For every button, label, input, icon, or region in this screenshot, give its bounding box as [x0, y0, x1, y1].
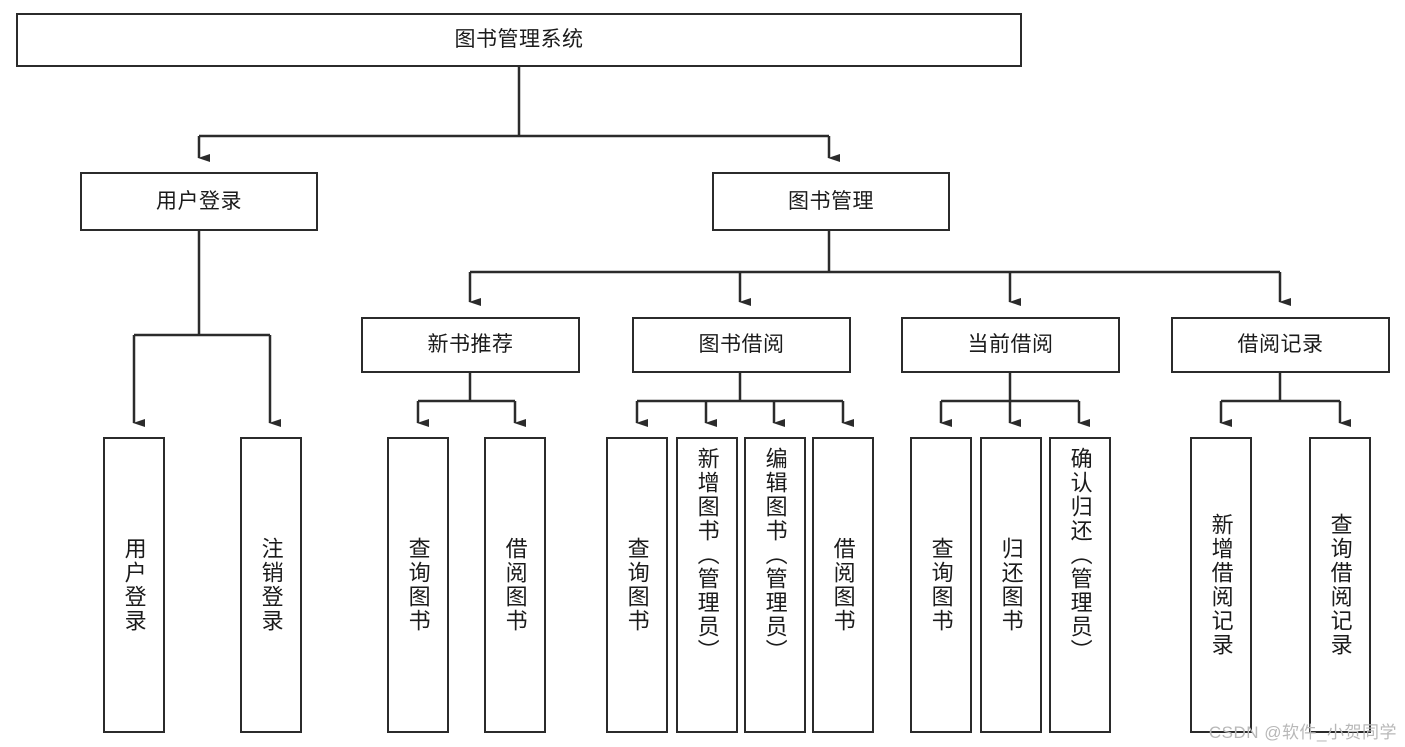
leaf-user-login-signout[interactable]: 注销登录: [240, 437, 302, 733]
leaf-record-add-record[interactable]: 新增借阅记录: [1190, 437, 1252, 733]
leaf-borrow-add-book-admin[interactable]: 新增图书（管理员）: [676, 437, 738, 733]
node-book-management[interactable]: 图书管理: [712, 172, 950, 231]
leaf-current-query-book[interactable]: 查询图书: [910, 437, 972, 733]
leaf-borrow-query-book[interactable]: 查询图书: [606, 437, 668, 733]
node-book-borrow[interactable]: 图书借阅: [632, 317, 851, 373]
leaf-user-login-signin[interactable]: 用户登录: [103, 437, 165, 733]
leaf-new-book-borrow[interactable]: 借阅图书: [484, 437, 546, 733]
leaf-new-book-query[interactable]: 查询图书: [387, 437, 449, 733]
node-root-system[interactable]: 图书管理系统: [16, 13, 1022, 67]
leaf-borrow-edit-book-admin[interactable]: 编辑图书（管理员）: [744, 437, 806, 733]
leaf-current-confirm-return-admin[interactable]: 确认归还（管理员）: [1049, 437, 1111, 733]
leaf-current-return-book[interactable]: 归还图书: [980, 437, 1042, 733]
node-borrow-record[interactable]: 借阅记录: [1171, 317, 1390, 373]
node-user-login[interactable]: 用户登录: [80, 172, 318, 231]
leaf-record-query-record[interactable]: 查询借阅记录: [1309, 437, 1371, 733]
watermark-text: CSDN @软件_小贺同学: [1208, 723, 1397, 742]
node-current-borrow[interactable]: 当前借阅: [901, 317, 1120, 373]
node-new-book-recommend[interactable]: 新书推荐: [361, 317, 580, 373]
leaf-borrow-borrow-book[interactable]: 借阅图书: [812, 437, 874, 733]
